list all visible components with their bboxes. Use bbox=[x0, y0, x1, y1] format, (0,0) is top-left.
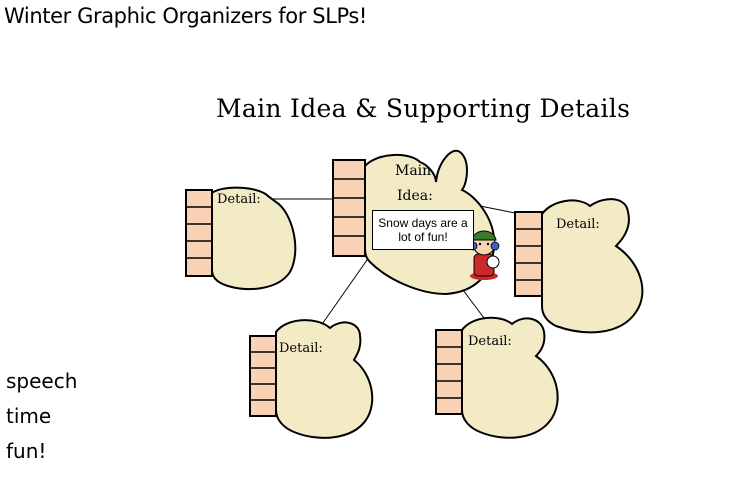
detail-label-1: Detail: bbox=[217, 192, 261, 207]
connector-line bbox=[317, 259, 368, 331]
main-idea-label-line1: Main bbox=[395, 163, 432, 179]
detail-mitten-1 bbox=[185, 186, 297, 291]
diagram-title: Main Idea & Supporting Details bbox=[216, 94, 631, 123]
detail-label-4: Detail: bbox=[468, 334, 512, 349]
detail-label-3: Detail: bbox=[279, 341, 323, 356]
watermark-line: speech bbox=[6, 369, 78, 393]
detail-label-2: Detail: bbox=[556, 217, 600, 232]
detail-mitten-4 bbox=[435, 316, 559, 439]
page-title: Winter Graphic Organizers for SLPs! bbox=[4, 4, 367, 28]
watermark-line: fun! bbox=[6, 439, 47, 463]
detail-mitten-2 bbox=[514, 198, 644, 334]
watermark: speech time fun! bbox=[6, 364, 77, 469]
detail-mitten-3 bbox=[249, 319, 374, 439]
watermark-line: time bbox=[6, 404, 52, 428]
main-idea-text-box: Snow days are a lot of fun! bbox=[372, 210, 474, 250]
main-idea-label-line2: Idea: bbox=[397, 188, 433, 204]
